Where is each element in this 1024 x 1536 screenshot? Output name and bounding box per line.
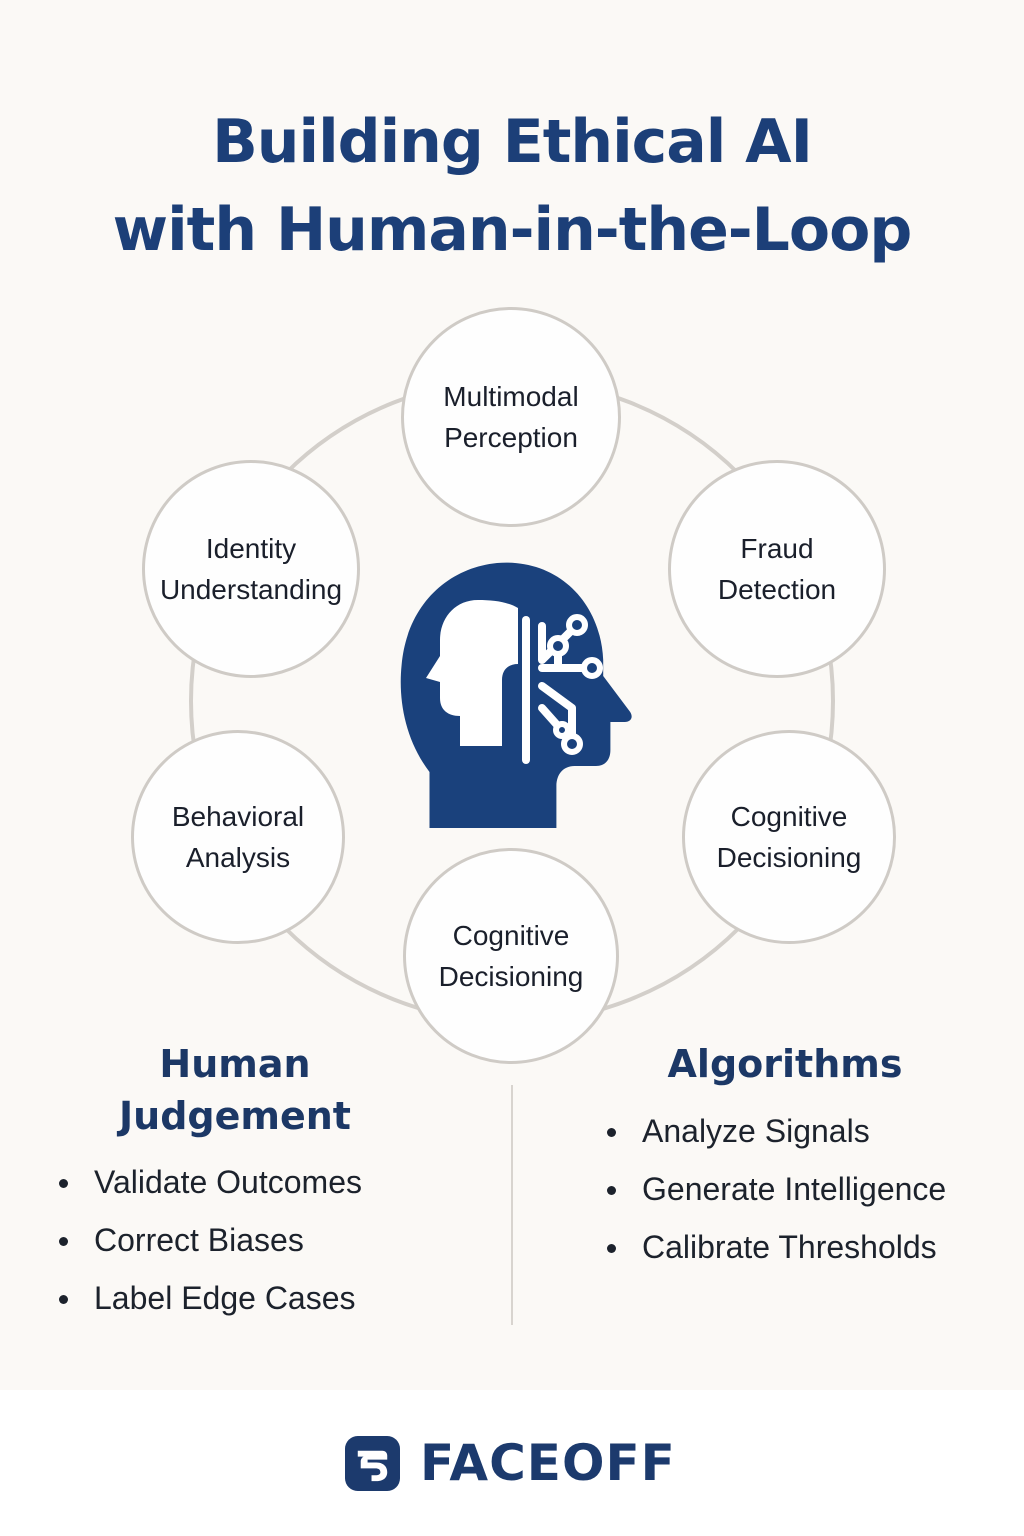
- brand-name: FACEOFF: [420, 1434, 676, 1492]
- node-label-line-1: Cognitive: [452, 920, 570, 951]
- algorithms-list: Analyze Signals Generate Intelligence Ca…: [604, 1102, 946, 1276]
- list-item: Label Edge Cases: [56, 1269, 362, 1327]
- list-item-label: Validate Outcomes: [94, 1164, 362, 1200]
- node-label-line-1: Identity: [205, 533, 297, 564]
- human-judgement-list: Validate Outcomes Correct Biases Label E…: [56, 1153, 362, 1327]
- node-label-line-2: Decisioning: [438, 961, 584, 992]
- node-multimodal-perception: Multimodal Perception: [401, 307, 621, 527]
- section-divider: [511, 1085, 513, 1325]
- node-label-line-1: Behavioral: [171, 801, 305, 832]
- page-title: Building Ethical AI with Human-in-the-Lo…: [0, 98, 1024, 274]
- list-item: Correct Biases: [56, 1211, 362, 1269]
- bullet-icon: [59, 1179, 68, 1188]
- footer: [0, 1390, 1024, 1536]
- list-item-label: Generate Intelligence: [642, 1171, 947, 1207]
- node-identity-understanding: Identity Understanding: [142, 460, 360, 678]
- human-judgement-title-line-2: Judgement: [119, 1094, 351, 1138]
- node-label-line-1: Fraud: [740, 533, 814, 564]
- node-label-line-2: Decisioning: [716, 842, 862, 873]
- list-item: Generate Intelligence: [604, 1160, 946, 1218]
- node-label-line-2: Understanding: [159, 574, 343, 605]
- node-label-line-2: Detection: [717, 574, 837, 605]
- bullet-icon: [607, 1128, 616, 1137]
- faceoff-logo-icon: [345, 1436, 400, 1491]
- node-label-line-2: Perception: [444, 422, 578, 453]
- bullet-icon: [607, 1244, 616, 1253]
- bullet-icon: [59, 1295, 68, 1304]
- list-item: Validate Outcomes: [56, 1153, 362, 1211]
- node-label-line-1: Cognitive: [730, 801, 848, 832]
- bullet-icon: [59, 1237, 68, 1246]
- list-item-label: Label Edge Cases: [94, 1280, 356, 1316]
- list-item: Calibrate Thresholds: [604, 1218, 946, 1276]
- node-cognitive-decisioning-right: Cognitive Decisioning: [682, 730, 896, 944]
- ai-brain-head-icon: [400, 562, 632, 828]
- list-item-label: Correct Biases: [94, 1222, 304, 1258]
- algorithms-title: Algorithms: [667, 1042, 903, 1086]
- node-label-line-2: Analysis: [185, 842, 291, 873]
- node-label-line-1: Multimodal: [443, 381, 579, 412]
- node-fraud-detection: Fraud Detection: [668, 460, 886, 678]
- bullet-icon: [607, 1186, 616, 1195]
- human-judgement-title: Human Judgement: [60, 1038, 410, 1142]
- node-cognitive-decisioning-bottom: Cognitive Decisioning: [403, 848, 619, 1064]
- page-title-line-1: Building Ethical AI: [212, 107, 813, 177]
- list-item-label: Analyze Signals: [642, 1113, 870, 1149]
- list-item-label: Calibrate Thresholds: [642, 1229, 937, 1265]
- page-title-line-2: with Human-in-the-Loop: [112, 195, 913, 265]
- human-judgement-title-line-1: Human: [159, 1042, 311, 1086]
- list-item: Analyze Signals: [604, 1102, 946, 1160]
- node-behavioral-analysis: Behavioral Analysis: [131, 730, 345, 944]
